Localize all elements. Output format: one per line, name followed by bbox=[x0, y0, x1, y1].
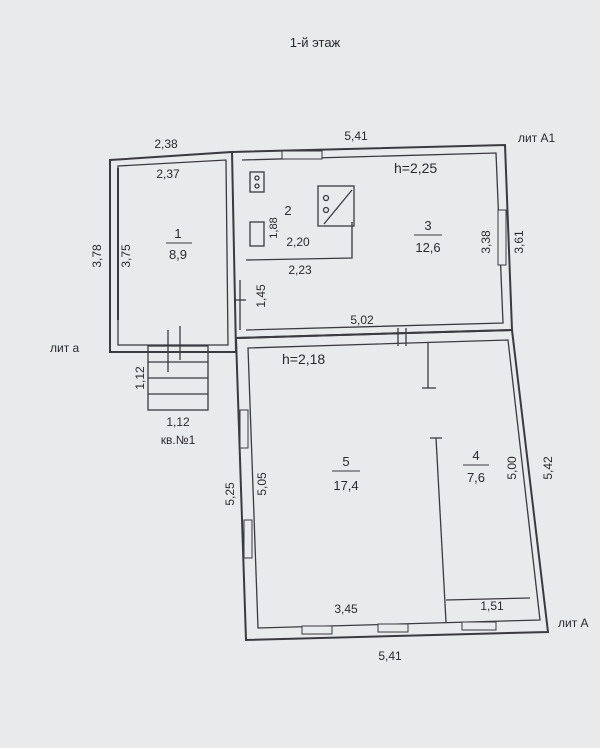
room-5-number: 5 bbox=[342, 454, 349, 469]
label-apartment: кв.№1 bbox=[161, 433, 196, 447]
room-4-area: 7,6 bbox=[467, 470, 485, 485]
room-5-area: 17,4 bbox=[333, 478, 358, 493]
label-lit-a: лит а bbox=[50, 341, 80, 355]
dim-top-right-outer: 5,41 bbox=[344, 129, 368, 143]
dim-bottom-outer: 5,41 bbox=[378, 649, 402, 663]
height-lower: h=2,18 bbox=[282, 351, 325, 367]
lower-block-walls bbox=[234, 328, 550, 642]
porch-steps bbox=[147, 326, 209, 411]
dim-lower-left-outer: 5,25 bbox=[223, 482, 237, 506]
dim-r5-bottom: 3,45 bbox=[334, 602, 358, 616]
dim-r3-inner-height: 3,38 bbox=[479, 230, 493, 254]
room-1-number: 1 bbox=[174, 226, 181, 241]
room-3-number: 3 bbox=[424, 218, 431, 233]
plan-title: 1-й этаж bbox=[290, 35, 341, 50]
dim-r2-inner-width: 2,20 bbox=[286, 235, 310, 249]
dim-lower-left-inner: 5,05 bbox=[255, 472, 269, 496]
height-upper: h=2,25 bbox=[394, 160, 437, 176]
room-3-area: 12,6 bbox=[415, 240, 440, 255]
dim-r4-bottom: 1,51 bbox=[480, 599, 504, 613]
dim-r2-height: 1,88 bbox=[268, 217, 280, 238]
dim-mid-width: 5,02 bbox=[350, 313, 374, 327]
dim-top-left-inner: 2,37 bbox=[156, 167, 180, 181]
room-4-number: 4 bbox=[472, 448, 479, 463]
room-2-number: 2 bbox=[284, 203, 291, 218]
dim-left-outer: 3,78 bbox=[90, 244, 104, 268]
room-1-area: 8,9 bbox=[169, 247, 187, 262]
dim-r4-height: 5,00 bbox=[505, 456, 519, 480]
dim-porch-height: 1,12 bbox=[133, 366, 147, 390]
upper-block-walls bbox=[231, 143, 514, 339]
dim-vestibule: 1,45 bbox=[254, 284, 268, 308]
dim-porch-width: 1,12 bbox=[166, 415, 190, 429]
label-lit-A: лит А bbox=[558, 616, 589, 630]
dim-left-inner: 3,75 bbox=[119, 244, 133, 268]
dim-r2-outer-width: 2,23 bbox=[288, 263, 312, 277]
dim-lower-right-outer: 5,42 bbox=[541, 456, 555, 480]
label-lit-a1: лит А1 bbox=[518, 131, 556, 145]
dim-top-left-outer: 2,38 bbox=[154, 137, 178, 151]
dim-r3-outer-height: 3,61 bbox=[512, 230, 526, 254]
